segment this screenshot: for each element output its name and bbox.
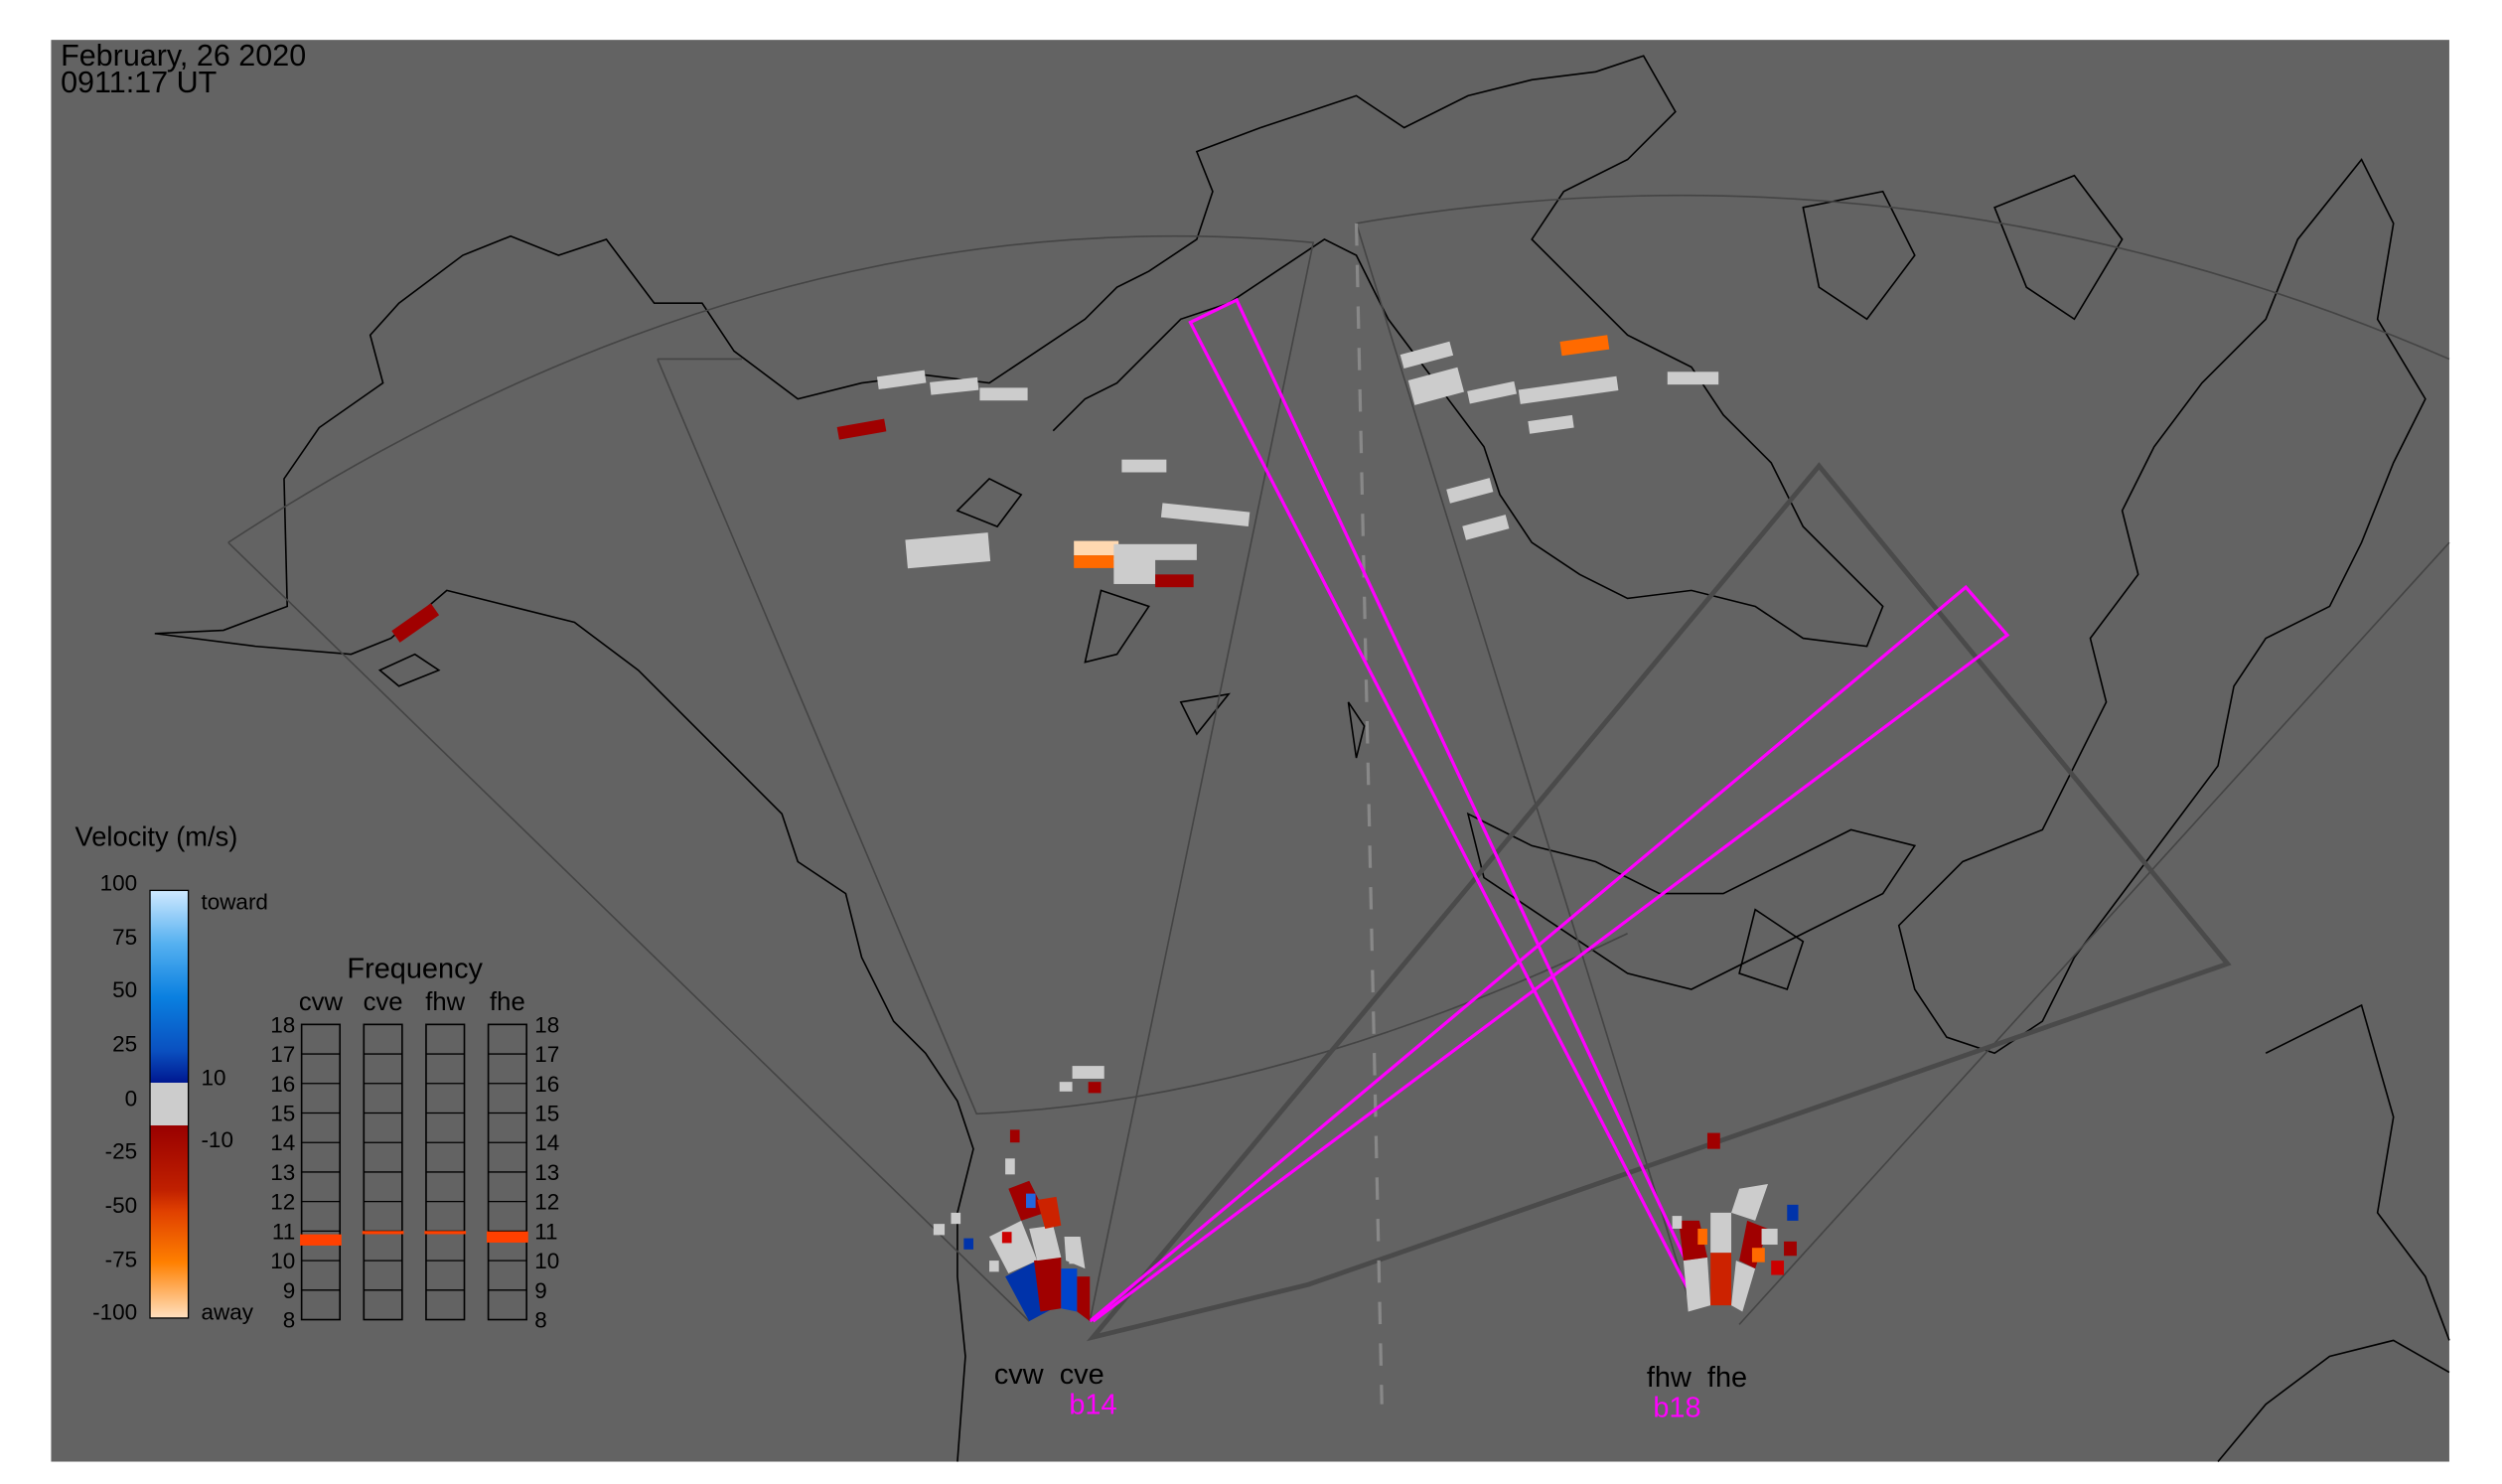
gs-upper-label: 10 [201,1065,225,1090]
frequency-tick: 9 [283,1278,296,1303]
toward-label: toward [201,890,268,915]
frequency-tick: 13 [270,1160,295,1185]
freq-radar-label: fhe [490,988,525,1016]
away-label: away [201,1300,253,1325]
map-background [51,40,2449,1462]
frequency-tick: 8 [534,1308,547,1333]
beam-b14 [1089,584,2010,1323]
velocity-legend: Velocity (m/s) 100 75 50 25 0 -25 -50 -7… [75,820,268,1324]
frequency-tick: 14 [534,1130,559,1155]
freq-radar-label: cvw [299,988,344,1016]
frequency-mark-fhw [424,1231,467,1235]
freq-radar-label: fhw [425,988,465,1016]
frequency-tick: 10 [534,1249,559,1273]
legend-title: Velocity (m/s) [75,820,238,851]
legend-tick: 50 [112,977,137,1002]
legend-tick: -100 [92,1300,137,1325]
frequency-tick: 17 [534,1042,559,1067]
time-label: 0911:17 UT [61,66,217,99]
frequency-tick: 18 [270,1012,295,1037]
legend-tick: -25 [105,1138,137,1163]
beams [1089,297,2010,1323]
legend-tick: -75 [105,1248,137,1272]
frequency-mark-fhe [487,1231,528,1243]
beam-b14-label: b14 [1069,1389,1116,1420]
frequency-tick: 16 [534,1072,559,1097]
legend-tick: 0 [125,1086,138,1111]
frequency-tick: 16 [270,1072,295,1097]
frequency-tick: 9 [534,1278,547,1303]
site-labels: cvw cve b14 fhw fhe b18 [994,1359,1747,1424]
fields-of-view [227,194,2450,1405]
frequency-panel: Frequency cvw cve fhw fhe 18 18 17 17 16 16 15… [270,954,559,1333]
velocity-colorbar [149,889,190,1319]
frequency-tick: 14 [270,1130,295,1155]
frequency-mark-cvw [300,1234,342,1246]
velocity-data [391,335,1799,1322]
site-cv-label: cvw cve [994,1359,1104,1391]
legend-tick: 25 [112,1032,137,1057]
frequency-tick: 12 [534,1190,559,1215]
beam-b18-label: b18 [1653,1393,1700,1424]
legend-tick: -50 [105,1193,137,1218]
frequency-tick: 10 [270,1249,295,1273]
frequency-tick: 11 [272,1219,295,1244]
legend-tick: 100 [100,870,138,895]
beam-b18 [1188,297,1699,1297]
frequency-tick: 8 [283,1308,296,1333]
freq-radar-label: cve [364,988,403,1016]
gs-lower-label: -10 [201,1127,232,1152]
legend-tick: 75 [112,925,137,950]
frequency-tick: 11 [534,1219,557,1244]
frequency-tick: 18 [534,1012,559,1037]
frequency-tick: 17 [270,1042,295,1067]
frequency-tick: 15 [534,1102,559,1126]
frequency-tick: 15 [270,1102,295,1126]
frequency-title: Frequency [347,954,483,985]
site-fh-label: fhw fhe [1647,1362,1747,1394]
frequency-tick: 12 [270,1190,295,1215]
frequency-tick: 13 [534,1160,559,1185]
frequency-mark-cve [362,1231,404,1235]
date-label: February, 26 2020 [61,39,306,73]
